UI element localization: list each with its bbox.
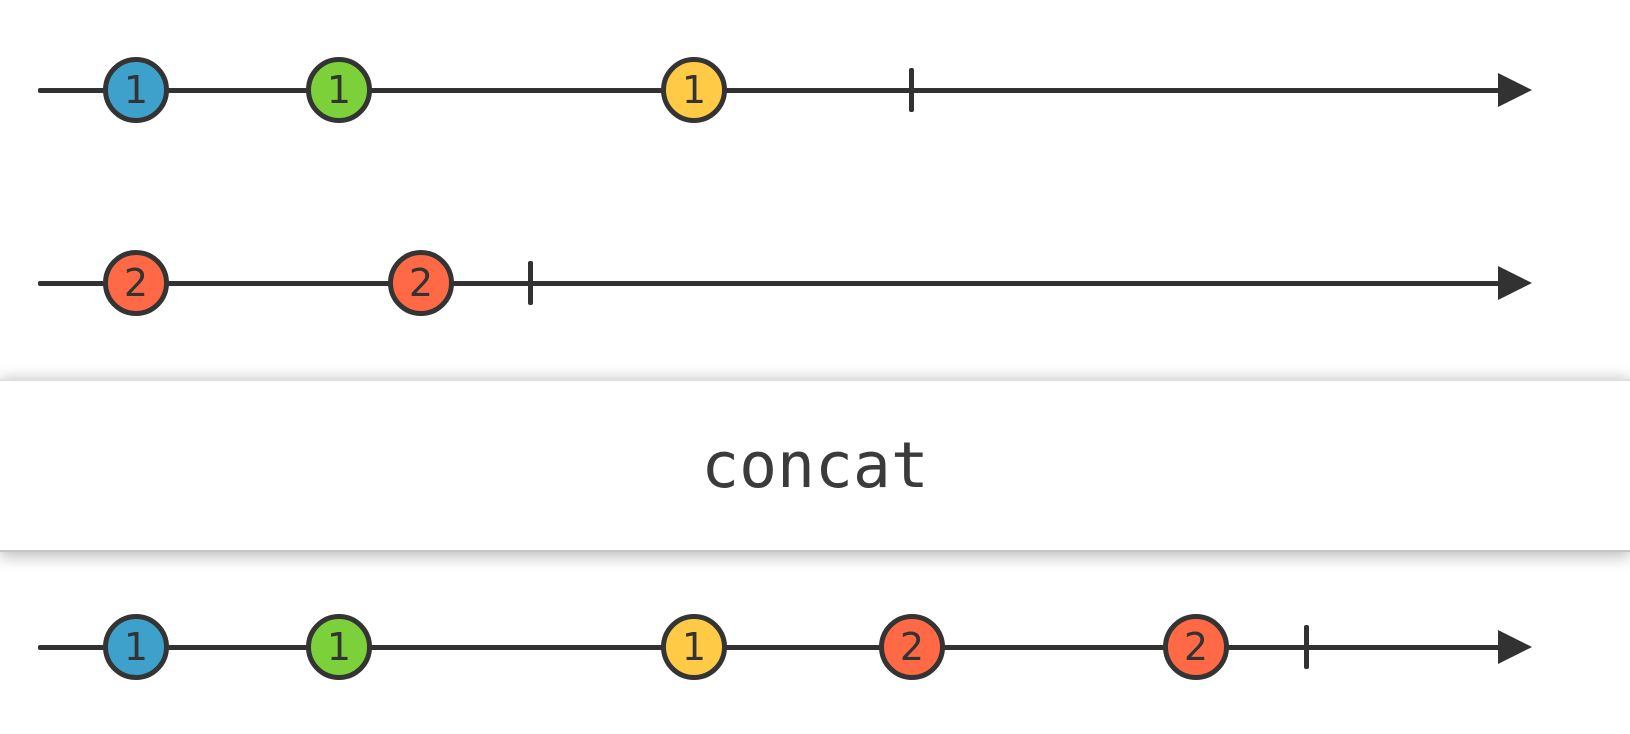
marble-red[interactable]: 2 (388, 250, 454, 316)
marble-blue: 1 (103, 614, 169, 680)
complete-tick[interactable] (527, 261, 533, 305)
operator-label: concat (701, 429, 929, 502)
marble-blue[interactable]: 1 (103, 57, 169, 123)
marble-green: 1 (306, 614, 372, 680)
marble-red[interactable]: 2 (103, 250, 169, 316)
timeline-line (38, 280, 1502, 286)
timeline-arrowhead-icon (1498, 630, 1532, 664)
timeline-arrowhead-icon (1498, 266, 1532, 300)
timeline-line (38, 87, 1502, 93)
marble-red: 2 (879, 614, 945, 680)
marble-yellow: 1 (661, 614, 727, 680)
marble-red: 2 (1163, 614, 1229, 680)
marble-green[interactable]: 1 (306, 57, 372, 123)
complete-tick (1303, 625, 1309, 669)
complete-tick[interactable] (908, 68, 914, 112)
marble-yellow[interactable]: 1 (661, 57, 727, 123)
timeline-arrowhead-icon (1498, 73, 1532, 107)
operator-band: concat (0, 379, 1630, 552)
timeline-line (38, 644, 1502, 650)
